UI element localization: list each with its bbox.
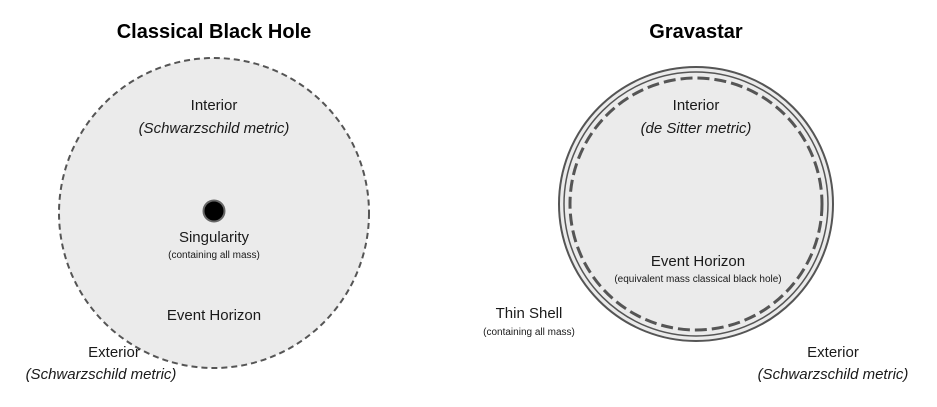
gravastar-event-horizon-circle (568, 76, 824, 332)
singularity-label: Singularity (179, 229, 250, 246)
shell-label: Thin Shell (496, 305, 563, 322)
right-exterior-label: Exterior (807, 344, 859, 361)
shell-note: (containing all mass) (483, 327, 575, 338)
right-interior-label: Interior (673, 97, 720, 114)
thin-shell-outer-circle (558, 66, 834, 342)
left-title: Classical Black Hole (117, 21, 312, 43)
thin-shell-inner-circle (563, 71, 829, 337)
right-exterior-metric: (Schwarzschild metric) (758, 366, 909, 383)
left-horizon-label: Event Horizon (167, 307, 261, 324)
right-interior-metric: (de Sitter metric) (641, 120, 752, 137)
right-horizon-label: Event Horizon (651, 253, 745, 270)
right-horizon-note: (equivalent mass classical black hole) (614, 274, 781, 285)
singularity-note: (containing all mass) (168, 250, 260, 261)
left-exterior-metric: (Schwarzschild metric) (26, 366, 177, 383)
singularity-dot (202, 199, 226, 223)
left-interior-metric: (Schwarzschild metric) (139, 120, 290, 137)
right-title: Gravastar (649, 21, 743, 43)
left-exterior-label: Exterior (88, 344, 140, 361)
left-interior-label: Interior (191, 97, 238, 114)
